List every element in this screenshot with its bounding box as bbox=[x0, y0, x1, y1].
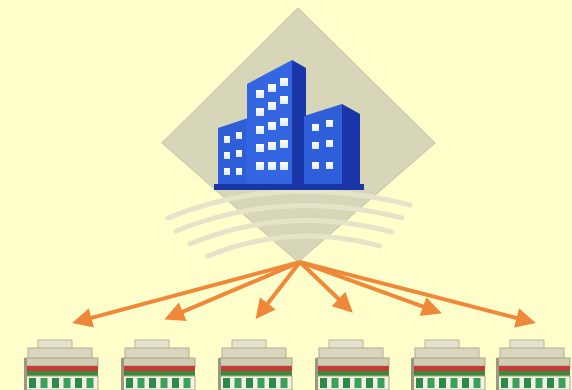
office-building-icon bbox=[161, 7, 436, 263]
arrow-1 bbox=[72, 260, 301, 328]
storefront-icon bbox=[24, 339, 99, 390]
storefront-icon bbox=[315, 339, 390, 390]
arrow-2 bbox=[164, 260, 301, 321]
arrow-5 bbox=[299, 260, 442, 316]
store-group bbox=[24, 339, 571, 390]
storefront-icon bbox=[218, 339, 293, 390]
arrow-3 bbox=[255, 260, 302, 320]
storefront-icon bbox=[496, 339, 571, 390]
swoosh-base bbox=[165, 188, 413, 259]
arrow-group bbox=[72, 260, 536, 328]
storefront-icon bbox=[121, 339, 196, 390]
arrow-6 bbox=[299, 260, 536, 328]
storefront-icon bbox=[411, 339, 486, 390]
arrow-4 bbox=[298, 260, 353, 313]
